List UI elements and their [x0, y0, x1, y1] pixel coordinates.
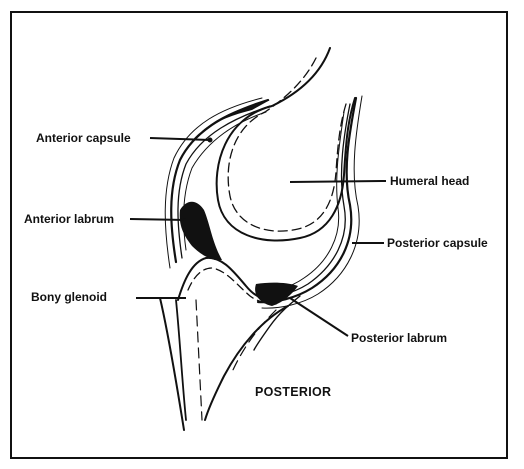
humeral-head-articular-line — [228, 58, 346, 231]
humeral-head-outline — [217, 48, 355, 240]
scapula-neck-outline — [205, 306, 288, 420]
leader-anterior-capsule — [150, 138, 210, 140]
label-humeral-head: Humeral head — [390, 174, 469, 188]
label-bony-glenoid: Bony glenoid — [31, 290, 107, 304]
leader-humeral-head — [290, 181, 386, 182]
label-posterior-labrum: Posterior labrum — [351, 331, 447, 345]
glenoid-cortex-line — [196, 300, 202, 420]
posterior-capsule-strand — [258, 104, 350, 297]
posterior-capsule-strand — [262, 96, 362, 308]
bony-glenoid-outline — [176, 300, 186, 420]
leader-anterior-capsule-dot — [209, 139, 212, 142]
label-posterior-capsule: Posterior capsule — [387, 236, 488, 250]
leader-posterior-labrum — [290, 298, 348, 336]
label-anterior-labrum: Anterior labrum — [24, 212, 114, 226]
leader-anterior-labrum — [130, 219, 186, 220]
anterior-labrum-shape — [180, 202, 222, 261]
label-anterior-capsule: Anterior capsule — [36, 131, 131, 145]
posterior-capsule-strand — [260, 112, 344, 292]
orientation-label: POSTERIOR — [255, 385, 331, 399]
